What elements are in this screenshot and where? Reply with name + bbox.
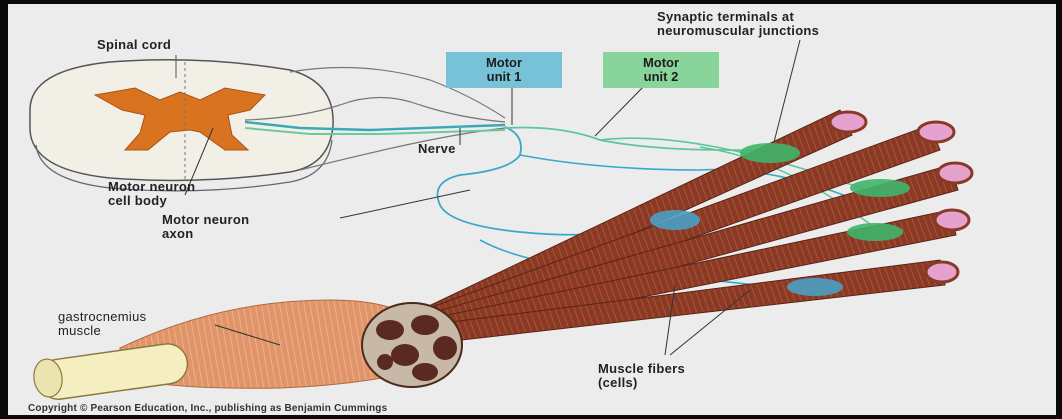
muscle-fibers	[410, 110, 972, 355]
copyright-credit: Copyright © Pearson Education, Inc., pub…	[28, 403, 387, 414]
fiber-end	[938, 163, 972, 183]
synaptic-terminals-label: Synaptic terminals at neuromuscular junc…	[657, 10, 819, 38]
spinal-cord-label: Spinal cord	[97, 38, 171, 52]
synaptic-terminal-green	[850, 179, 910, 197]
synaptic-terminal-blue	[650, 210, 700, 230]
motor-neuron-axon-label: Motor neuron axon	[162, 213, 249, 241]
motor-neuron-cell-body-label: Motor neuron cell body	[108, 180, 195, 208]
gastrocnemius-label: gastrocnemius muscle	[58, 310, 146, 338]
motor-unit-1-label: Motor unit 1	[446, 52, 562, 88]
synaptic-terminal-green	[847, 223, 903, 241]
fiber-end	[926, 262, 958, 282]
muscle-fibers-label: Muscle fibers (cells)	[598, 362, 685, 390]
synaptic-terminal-blue	[787, 278, 843, 296]
fiber-end	[935, 210, 969, 230]
fiber-end	[918, 122, 954, 142]
nerve-label: Nerve	[418, 142, 456, 156]
synaptic-terminal-green	[740, 143, 800, 163]
fiber-end	[830, 112, 866, 132]
spinal-cord-section	[30, 55, 505, 195]
motor-unit-2-axon	[505, 128, 780, 156]
motor-unit-2-label: Motor unit 2	[603, 52, 719, 88]
